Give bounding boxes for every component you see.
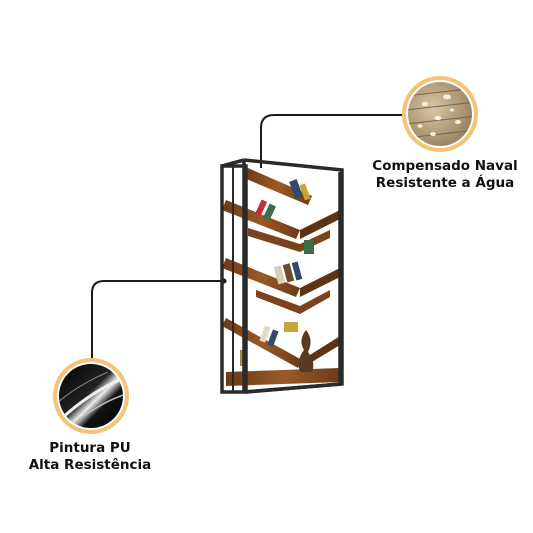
leader-line-top <box>260 114 407 168</box>
glossy-black-paint-icon <box>53 358 129 434</box>
callout-top-line2: Resistente a Água <box>375 175 515 191</box>
callout-bottom-line2: Alta Resistência <box>28 457 152 473</box>
leader-line-bottom <box>91 280 224 362</box>
callout-bottom-line1: Pintura PU <box>49 440 131 456</box>
callout-top-label: Compensado Naval Resistente a Água <box>360 158 530 192</box>
water-drops-wood-icon <box>402 76 478 152</box>
callout-bottom-label: Pintura PU Alta Resistência <box>20 440 160 474</box>
books <box>240 179 314 372</box>
metal-frame <box>220 158 344 394</box>
callout-top-line1: Compensado Naval <box>372 158 518 174</box>
bookshelf <box>220 158 344 394</box>
